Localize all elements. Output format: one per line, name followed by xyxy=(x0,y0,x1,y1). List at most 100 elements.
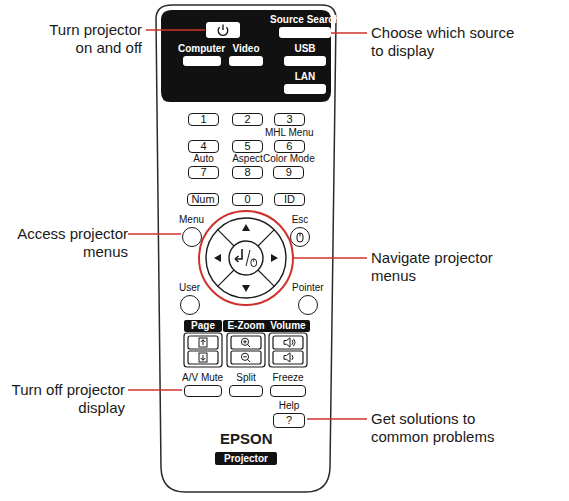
remote-button: Aspect8 xyxy=(232,153,263,179)
button-text: Esc xyxy=(292,214,309,226)
remote-button: 2 xyxy=(232,113,263,126)
button-text: 3 xyxy=(286,113,292,126)
remote-button: Freeze xyxy=(270,372,306,397)
drawing-stroke xyxy=(201,355,205,360)
drawing-stroke xyxy=(273,336,303,349)
button-text: Volume xyxy=(270,320,305,332)
button-text: Computer xyxy=(178,43,225,55)
button-key xyxy=(229,56,263,66)
button-key xyxy=(284,84,326,94)
button-text: Menu xyxy=(179,214,204,226)
button-text: 0 xyxy=(244,193,250,206)
remote-button: Auto7 xyxy=(188,153,219,179)
round-key xyxy=(182,227,202,247)
power-button xyxy=(206,22,240,38)
drawing-stroke xyxy=(199,353,207,362)
drawing-stroke xyxy=(199,211,293,305)
button-text: Num xyxy=(191,193,214,206)
remote-button: Num xyxy=(187,193,219,206)
button-text: Video xyxy=(232,43,259,55)
drawing-stroke xyxy=(243,340,250,347)
drawing-stroke xyxy=(128,389,182,391)
drawing-stroke xyxy=(199,338,207,347)
button-key: 0 xyxy=(232,193,263,206)
remote-button: User xyxy=(179,282,200,315)
drawing-stroke xyxy=(273,351,303,364)
direction-pad xyxy=(199,211,293,305)
drawing-stroke xyxy=(292,339,295,347)
drawing-stroke xyxy=(269,333,307,367)
drawing-stroke xyxy=(307,418,367,420)
button-key: 1 xyxy=(188,113,219,126)
button-label: MHL Menu xyxy=(265,127,314,139)
black-tag: Projector xyxy=(215,452,277,465)
remote-button: 4 xyxy=(188,140,219,153)
drawing-stroke xyxy=(231,336,261,349)
button-key: 5 xyxy=(232,140,263,153)
remote-button: MHL Menu6 xyxy=(265,127,314,153)
mouse-icon xyxy=(296,232,304,243)
drawing-stroke xyxy=(284,353,290,362)
remote-button: Volume xyxy=(266,320,310,332)
button-key: 3 xyxy=(274,113,305,126)
remote-button: Video xyxy=(229,43,263,66)
brand-name: EPSON xyxy=(220,430,273,448)
drawing-stroke xyxy=(218,230,234,246)
drawing-stroke xyxy=(331,32,367,34)
button-text: 6 xyxy=(286,140,292,153)
button-text: Freeze xyxy=(272,372,303,384)
drawing-stroke xyxy=(251,259,257,267)
button-text: Page xyxy=(191,320,215,332)
remote-button: 1 xyxy=(188,113,219,126)
drawing-stroke xyxy=(128,233,181,235)
round-key xyxy=(290,227,310,247)
drawing-stroke xyxy=(218,270,234,286)
drawing-stroke xyxy=(258,230,274,246)
button-text: USB xyxy=(294,43,315,55)
button-text: 4 xyxy=(200,140,206,153)
drawing-stroke xyxy=(231,351,261,364)
remote-button: LAN xyxy=(284,71,326,94)
drawing-stroke xyxy=(222,25,223,30)
button-key: 8 xyxy=(232,166,263,179)
button-key: 4 xyxy=(188,140,219,153)
button-key xyxy=(229,385,263,397)
remote-button: Color Mode9 xyxy=(263,153,315,179)
button-text: User xyxy=(179,282,200,294)
mouse-line xyxy=(300,233,301,237)
drawing-stroke xyxy=(188,336,218,349)
callout-text: Navigate projector menus xyxy=(371,249,521,285)
drawing-stroke xyxy=(242,285,250,292)
leader-lines xyxy=(128,30,367,419)
remote-button: 0 xyxy=(232,193,263,206)
drawing-stroke xyxy=(214,224,278,292)
button-key: ? xyxy=(273,413,305,428)
drawing-stroke xyxy=(184,333,222,367)
drawing-stroke xyxy=(229,241,263,275)
button-text: ID xyxy=(284,193,295,206)
drawing-stroke xyxy=(253,259,254,262)
enter-icon xyxy=(235,249,257,267)
button-key xyxy=(184,385,222,397)
drawing-stroke xyxy=(271,254,278,262)
black-tag: E-Zoom xyxy=(223,320,269,332)
button-key xyxy=(279,27,331,38)
drawing-stroke xyxy=(294,257,367,259)
button-key: 9 xyxy=(273,166,304,179)
mouse-outline xyxy=(297,233,303,242)
remote-button: Split xyxy=(229,372,263,397)
callout-text: Turn projector on and off xyxy=(30,21,142,57)
remote-button: Esc xyxy=(290,214,310,247)
drawing-stroke xyxy=(206,218,286,298)
drawing-stroke xyxy=(206,22,240,38)
button-label: Color Mode xyxy=(263,153,315,165)
button-key xyxy=(270,385,306,397)
callout-text: Get solutions to common problems xyxy=(371,410,511,446)
key-icons xyxy=(199,338,295,362)
callout-text: Choose which source to display xyxy=(371,24,523,60)
button-text: Projector xyxy=(224,453,268,465)
drawing-stroke xyxy=(201,340,205,345)
button-text: 2 xyxy=(244,113,250,126)
remote-button: Projector xyxy=(215,452,277,465)
